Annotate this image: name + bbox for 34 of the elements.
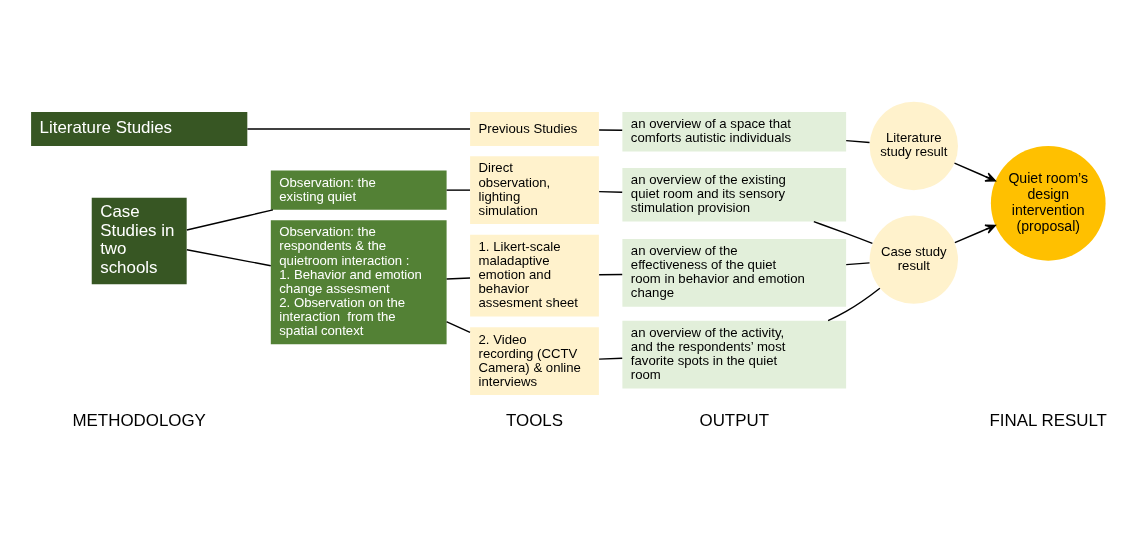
node-box: an overview of a space that comforts autistic individuals — [622, 111, 847, 152]
label: OUTPUT — [699, 410, 770, 430]
connector — [598, 128, 623, 131]
node-box: 2. Video recording (CCTV Camera) & online interviews — [470, 326, 599, 395]
node-box: Observation: the existing quiet — [270, 169, 447, 210]
connector — [186, 248, 272, 266]
arrow — [953, 161, 996, 182]
connector — [598, 357, 623, 360]
connector — [845, 139, 871, 143]
connector — [598, 190, 623, 193]
node-box: Case Studies in two schools — [91, 197, 187, 284]
connector — [827, 287, 881, 321]
node-box: Observation: the respondents & the quietroom interaction : 1. Behavior and emotion change assesment 2. Observation on the interaction from the spatial context — [270, 219, 447, 344]
connector — [186, 208, 274, 231]
node-box: Previous Studies — [470, 111, 599, 146]
node-box: 1. Likert-scale maladaptive emotion and behavior assesment sheet — [470, 234, 599, 317]
connector — [445, 276, 471, 280]
connector — [246, 127, 471, 130]
label: FINAL RESULT — [989, 410, 1107, 430]
node-box: Literature Studies — [31, 111, 248, 146]
node-circle: Quiet room’s design intervention (proposal) — [990, 145, 1106, 261]
node-box: an overview of the effectiveness of the quiet room in behavior and emotion change — [622, 238, 847, 307]
connector — [445, 320, 471, 333]
connector — [598, 273, 623, 275]
label: TOOLS — [505, 410, 563, 430]
connector — [813, 220, 874, 244]
node-box: Direct observation, lighting simulation — [470, 155, 599, 224]
node-box: an overview of the existing quiet room and its sensory stimulation provision — [622, 167, 847, 222]
connector — [445, 188, 471, 191]
label: METHODOLOGY — [72, 410, 206, 430]
node-box: an overview of the activity, and the respondents’ most favorite spots in the quiet room — [622, 320, 847, 388]
node-circle: Literature study result — [869, 101, 958, 190]
connector — [845, 261, 871, 265]
node-circle: Case study result — [869, 215, 958, 304]
